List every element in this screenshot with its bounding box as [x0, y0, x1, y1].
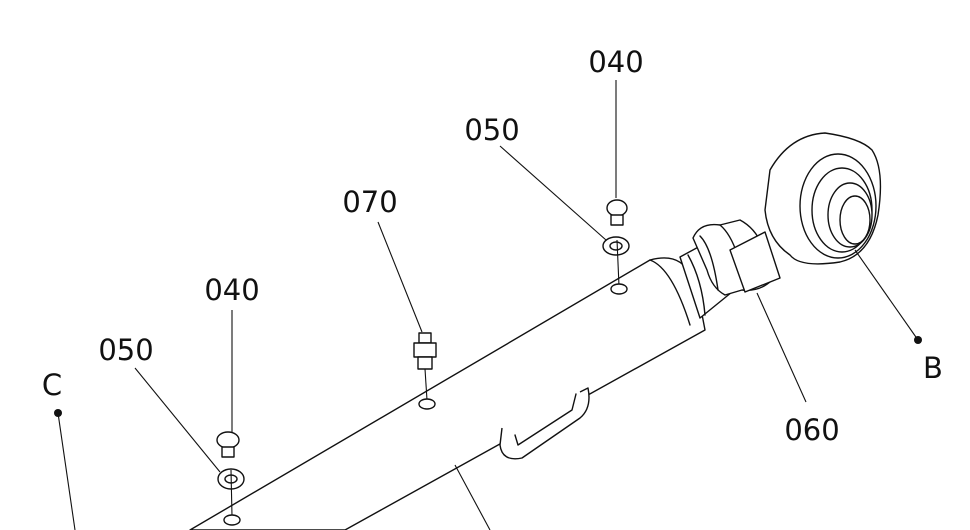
rod-end-eye	[729, 132, 882, 293]
callout-point-c: C	[42, 368, 62, 402]
callout-050-upper: 050	[464, 113, 519, 147]
grease-fitting-070	[413, 332, 437, 410]
callout-040-upper: 040	[588, 45, 643, 79]
callout-060: 060	[784, 413, 839, 447]
callout-050-lower: 050	[98, 333, 153, 367]
point-c-dot	[54, 409, 62, 417]
callout-040-lower: 040	[204, 273, 259, 307]
tube-body	[189, 257, 706, 530]
callout-point-b: B	[923, 351, 943, 385]
callout-070: 070	[342, 185, 397, 219]
point-b-dot	[914, 336, 922, 344]
upper-fastener-set	[602, 199, 630, 295]
leader-lines	[54, 80, 922, 530]
lower-fastener-set	[216, 431, 245, 526]
tube-bracket	[499, 387, 590, 460]
